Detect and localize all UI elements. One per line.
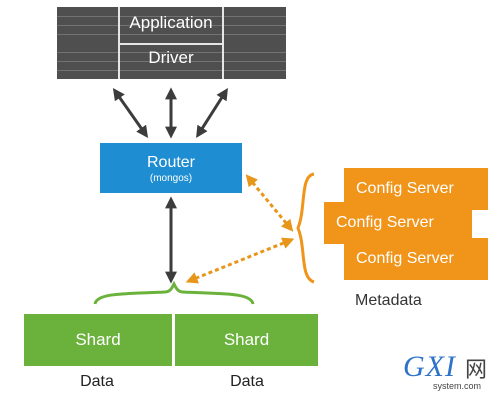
watermark-brand: GXI: [403, 350, 456, 383]
data-label: Data: [230, 373, 264, 390]
config-brace: [296, 172, 315, 284]
config-server-label: Config Server: [356, 180, 454, 197]
watermark-brand-suffix: 网: [465, 357, 488, 382]
shard-box: Shard: [24, 314, 172, 366]
app-divider: [120, 43, 222, 45]
metadata-label: Metadata: [355, 292, 422, 309]
shard-box: Shard: [175, 314, 318, 366]
watermark-site: system.com: [433, 381, 482, 391]
config-server-box: Config Server: [344, 238, 488, 280]
router-box: Router (mongos): [100, 143, 242, 193]
config-server-label: Config Server: [336, 214, 434, 231]
application-label: Application: [129, 13, 213, 32]
driver-label: Driver: [148, 48, 194, 67]
shard-brace: [93, 280, 255, 305]
dashed-arrow-router-config: [245, 174, 294, 232]
config-server-label: Config Server: [356, 250, 454, 267]
application-box: Application Driver: [118, 7, 224, 79]
data-label: Data: [80, 373, 114, 390]
watermark-logo: GXI 网 system.com: [403, 350, 498, 398]
shard-label: Shard: [223, 330, 270, 349]
shard-label: Shard: [75, 330, 121, 349]
arrow-app-router-left: [112, 88, 149, 138]
router-subtitle: (mongos): [149, 173, 193, 184]
config-server-box: Config Server: [324, 202, 472, 244]
router-label: Router: [146, 154, 196, 171]
arrow-app-router-right: [196, 87, 228, 139]
dashed-arrow-shards-config: [185, 237, 295, 284]
